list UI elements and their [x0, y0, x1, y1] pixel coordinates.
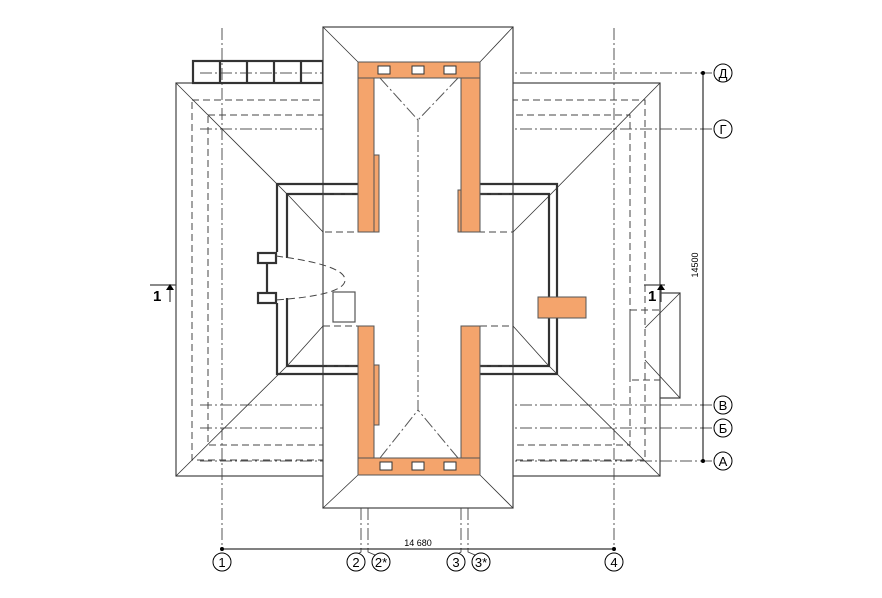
axis-bubble-3star: 3* — [471, 552, 491, 572]
axis-label: Д — [719, 66, 728, 81]
axis-bubbles-vertical: Д Г В Б А — [713, 63, 733, 471]
axis-label: Б — [719, 421, 728, 436]
axis-label: В — [719, 398, 728, 413]
dimension-horizontal: 14 680 — [220, 538, 616, 551]
dimension-vertical-label: 14500 — [690, 252, 700, 277]
axis-bubble-2star: 2* — [371, 552, 391, 572]
axis-bubble-V: В — [713, 395, 733, 415]
axis-bubbles-horizontal: 1 2 2* 3 3* 4 — [212, 549, 624, 572]
section-mark-left: 1 — [150, 284, 176, 305]
axis-bubble-B: Б — [713, 418, 733, 438]
axis-label: Г — [719, 122, 726, 137]
axis-label: 3 — [452, 555, 459, 570]
dimension-horizontal-label: 14 680 — [404, 538, 432, 548]
section-mark-label: 1 — [648, 288, 656, 305]
section-mark-label: 1 — [153, 288, 161, 305]
axis-bubble-4: 4 — [604, 552, 624, 572]
axis-label: 1 — [218, 555, 225, 570]
hatch-opening — [332, 291, 356, 323]
axis-label: 2* — [375, 555, 387, 570]
section-mark-right: 1 — [644, 284, 665, 305]
axis-label: 4 — [610, 555, 617, 570]
masonry-walls — [357, 61, 587, 476]
chimney — [537, 296, 587, 319]
right-porch — [629, 292, 681, 399]
axis-label: 2 — [352, 555, 359, 570]
left-bay-window — [256, 251, 356, 323]
axis-bubble-D: Д — [713, 63, 733, 83]
roof-boxes — [191, 59, 325, 85]
axis-label: А — [719, 454, 728, 469]
axis-bubble-3: 3 — [446, 552, 466, 572]
axis-bubble-G: Г — [713, 119, 733, 139]
axis-bubble-A: А — [713, 451, 733, 471]
central-tower-roof — [322, 26, 514, 509]
dimension-vertical: 14500 — [690, 71, 705, 463]
axis-bubble-2: 2 — [346, 552, 366, 572]
axis-label: 3* — [475, 555, 487, 570]
axis-bubble-1: 1 — [212, 552, 232, 572]
